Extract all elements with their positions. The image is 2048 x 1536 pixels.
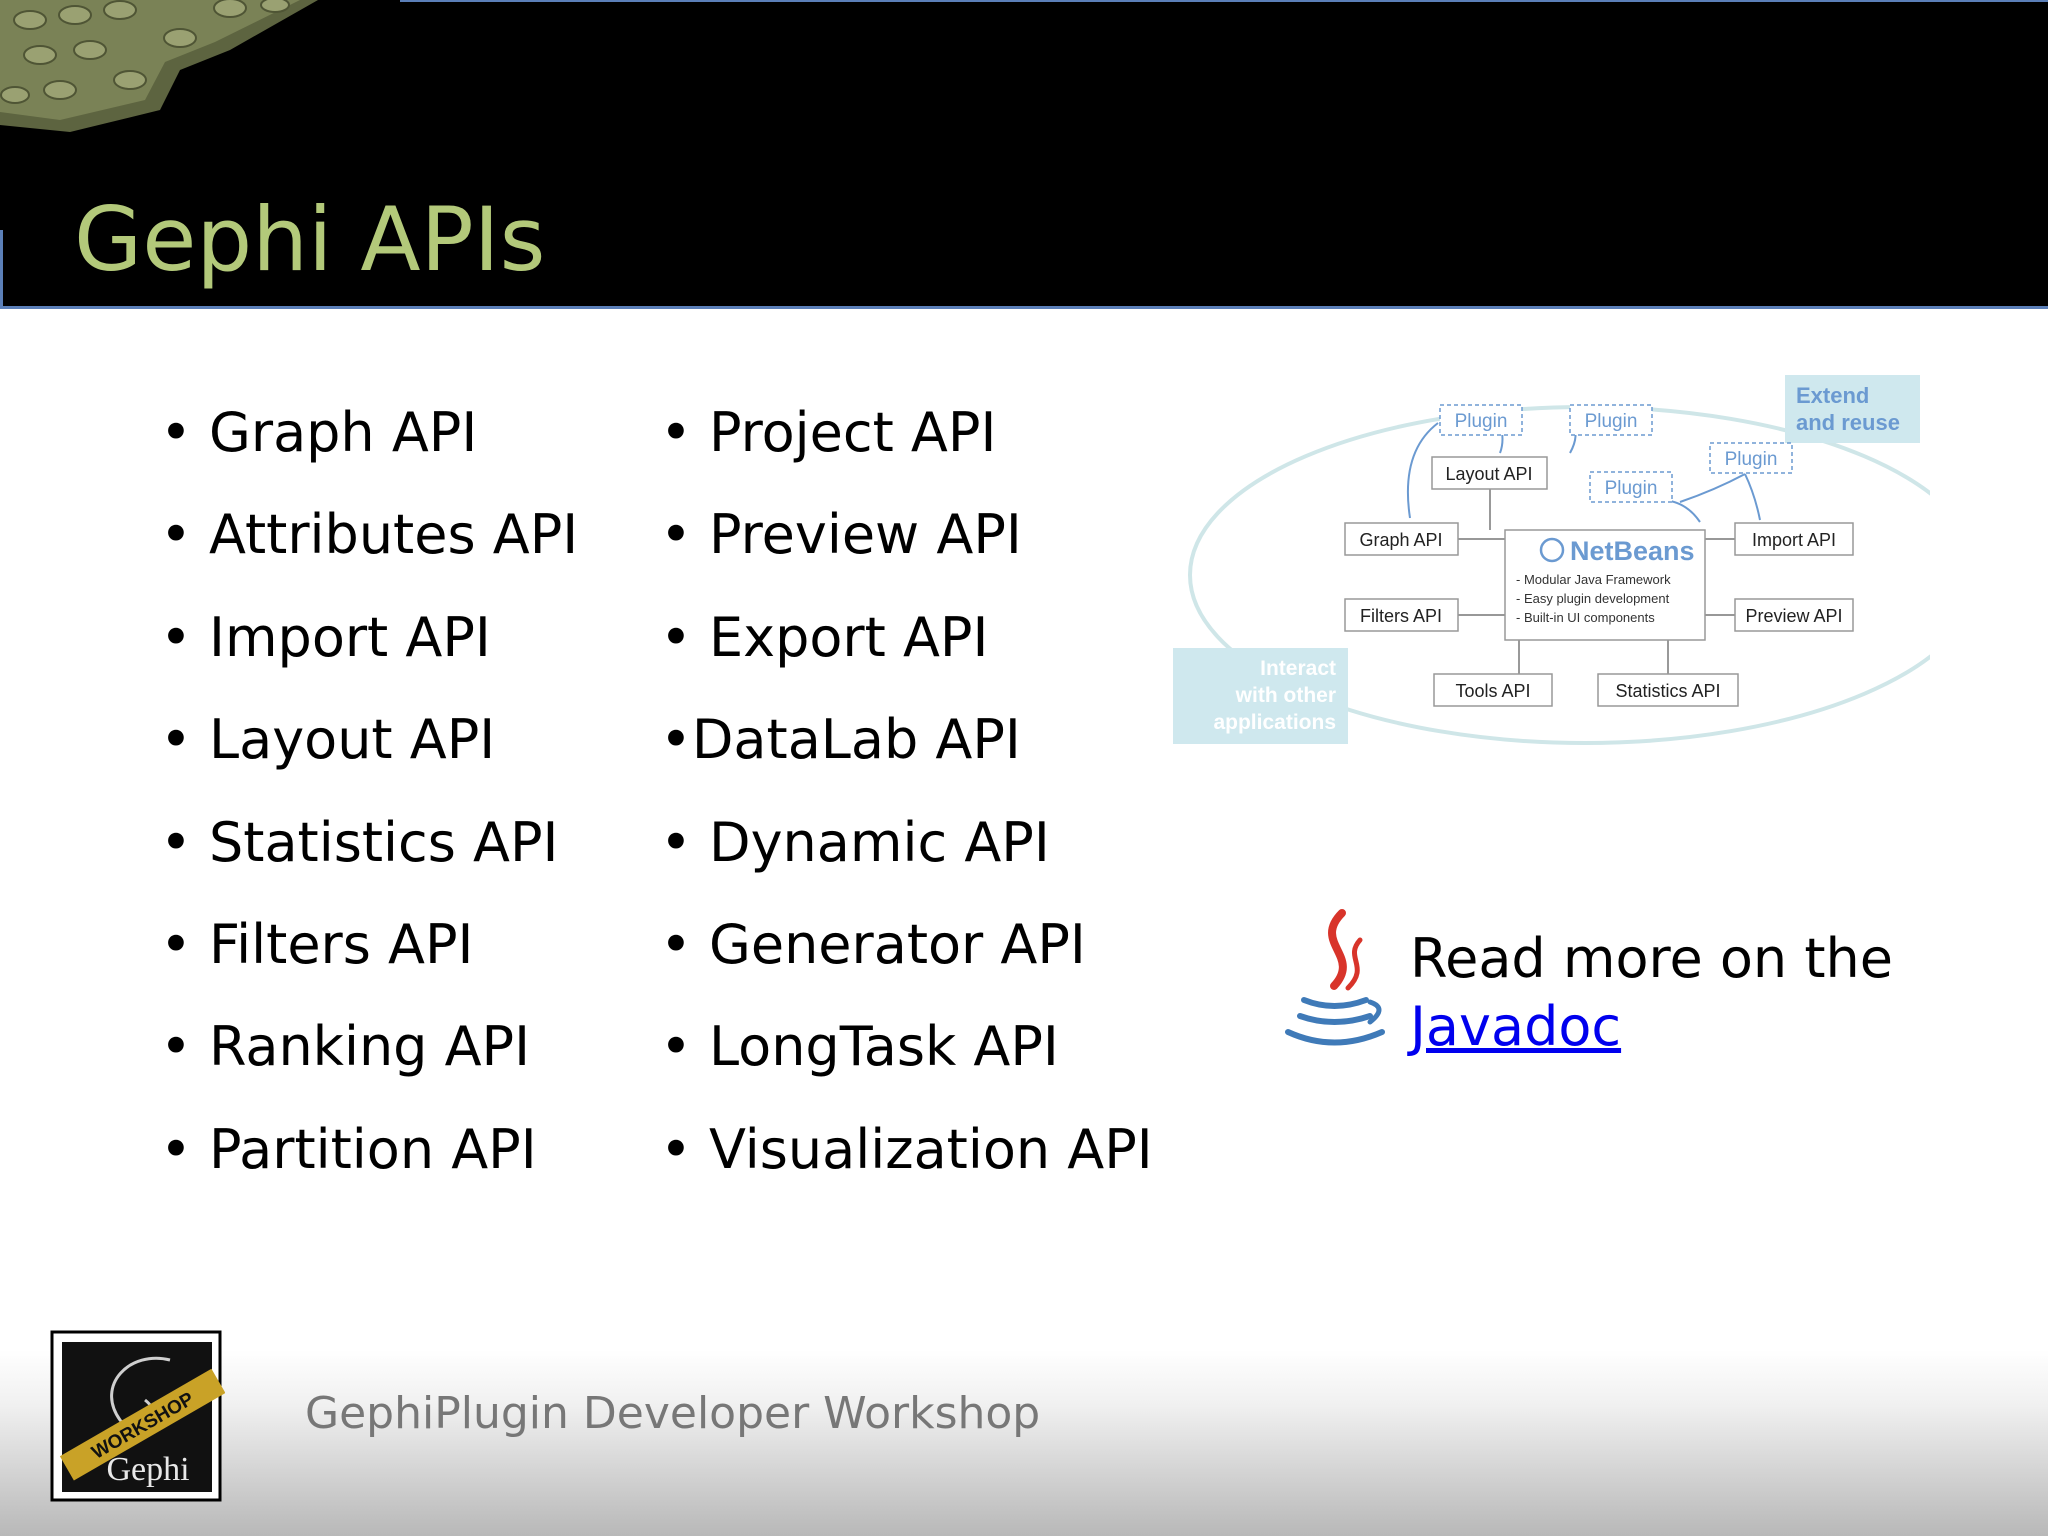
interact-callout: [1173, 648, 1348, 744]
list-item: • Ranking API: [160, 1015, 531, 1079]
slide-header: [0, 0, 2048, 309]
plugin-box: [1439, 404, 1523, 436]
list-item: • Statistics API: [160, 810, 559, 874]
list-item: • Generator API: [660, 912, 1086, 976]
module-box: [1431, 456, 1548, 490]
interact-callout-text: with other: [1235, 684, 1336, 707]
module-box: [1344, 598, 1459, 632]
list-item: • Visualization API: [660, 1117, 1153, 1181]
filters-api-label: Filters API: [1360, 606, 1442, 626]
plugin-label: Plugin: [1585, 411, 1638, 432]
interact-callout-text: applications: [1213, 711, 1336, 734]
header-top-rule: [400, 0, 2048, 2]
graph-api-label: Graph API: [1359, 530, 1442, 550]
api-list-left: • Graph API • Attributes API • Import AP…: [160, 398, 578, 1217]
statistics-api-label: Statistics API: [1615, 681, 1720, 701]
java-logo-icon: [1285, 909, 1385, 1046]
read-more-note: Read more on the Javadoc: [1410, 925, 1893, 1061]
plugin-box: [1569, 404, 1653, 436]
list-item: • Partition API: [160, 1117, 537, 1181]
module-box: [1734, 522, 1854, 556]
module-box: [1344, 522, 1459, 556]
interact-callout-text: Interact: [1260, 657, 1336, 680]
netbeans-label: NetBeans: [1570, 536, 1695, 566]
extend-callout: [1785, 375, 1920, 443]
list-item: • Dynamic API: [660, 810, 1050, 874]
list-item: • Graph API: [160, 401, 478, 464]
footer-title: GephiPlugin Developer Workshop: [305, 1388, 1041, 1439]
logo-gephi-text: Gephi: [106, 1451, 189, 1488]
module-box: [1433, 673, 1553, 707]
javadoc-link[interactable]: Javadoc: [1410, 995, 1622, 1058]
list-item: • Export API: [660, 605, 989, 669]
extend-callout-text: and reuse: [1796, 410, 1900, 435]
module-box: [1597, 673, 1739, 707]
slide-footer: [0, 1350, 2048, 1536]
plugin-label: Plugin: [1455, 411, 1508, 432]
list-item: • Layout API: [160, 708, 496, 772]
netbeans-feature: - Easy plugin development: [1516, 591, 1670, 606]
import-api-label: Import API: [1752, 530, 1836, 550]
list-item: •DataLab API: [660, 708, 1021, 772]
header-left-rule: [0, 230, 3, 306]
netbeans-icon: [1539, 537, 1565, 563]
plugin-label: Plugin: [1605, 478, 1658, 499]
extend-callout-text: Extend: [1796, 383, 1869, 408]
netbeans-box: [1504, 529, 1706, 641]
list-item: • Import API: [160, 605, 491, 669]
api-list-right: • Project API • Preview API • Export API…: [660, 398, 1153, 1217]
plugin-label: Plugin: [1725, 449, 1778, 470]
netbeans-architecture-diagram: Extend and reuse Interact with other app…: [1173, 375, 1930, 745]
module-box: [1734, 598, 1854, 632]
list-item: • Preview API: [660, 503, 1022, 567]
netbeans-feature: - Built-in UI components: [1516, 610, 1655, 625]
plugin-box: [1709, 442, 1793, 474]
preview-api-label: Preview API: [1745, 606, 1842, 626]
tools-api-label: Tools API: [1455, 681, 1530, 701]
slide-title: Gephi APIs: [74, 188, 546, 291]
lego-bricks-icon: [0, 0, 318, 132]
plugin-box: [1589, 471, 1673, 503]
gephi-workshop-logo-icon: WORKSHOP Gephi: [50, 1330, 225, 1502]
list-item: • Filters API: [160, 912, 474, 976]
netbeans-feature: - Modular Java Framework: [1516, 572, 1671, 587]
layout-api-label: Layout API: [1445, 464, 1532, 484]
read-more-text: Read more on the: [1410, 927, 1893, 990]
list-item: • Project API: [660, 401, 997, 464]
list-item: • Attributes API: [160, 503, 579, 567]
list-item: • LongTask API: [660, 1015, 1059, 1079]
